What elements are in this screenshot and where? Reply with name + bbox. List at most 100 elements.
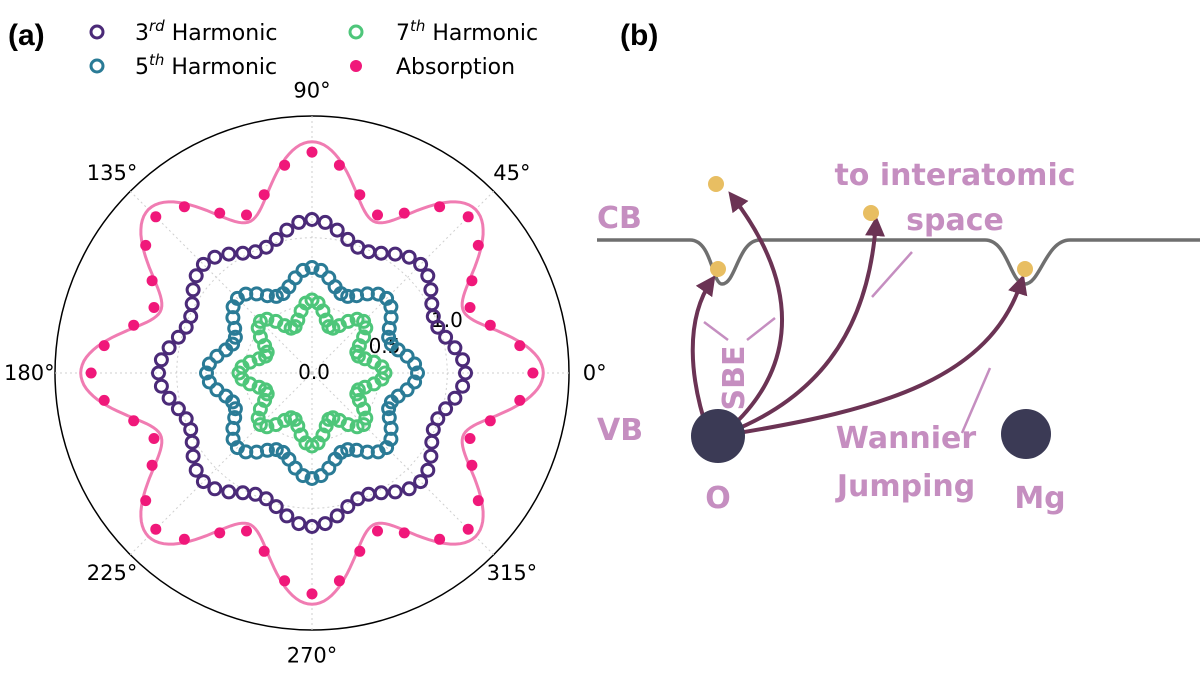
point-third (161, 390, 177, 406)
point-absorption (434, 533, 446, 545)
point-fifth (201, 356, 217, 372)
wannier-pointer (960, 367, 992, 434)
point-absorption (434, 201, 446, 213)
point-absorption (466, 459, 478, 471)
point-absorption (462, 523, 474, 535)
point-third (329, 508, 345, 524)
point-absorption (98, 340, 110, 352)
theta-tick-label: 315° (487, 561, 538, 585)
point-third (170, 401, 186, 417)
point-absorption (258, 545, 270, 557)
point-third (195, 474, 211, 490)
point-third (151, 365, 166, 381)
point-third (420, 268, 436, 284)
point-seventh (356, 329, 372, 345)
point-fifth (407, 356, 423, 372)
point-absorption (306, 588, 318, 600)
electron-space-2 (863, 205, 879, 221)
legend-entry-absorption: Absorption (350, 55, 515, 80)
point-third (188, 268, 204, 284)
point-third (447, 340, 463, 356)
point-fifth (381, 329, 397, 345)
point-fifth (381, 401, 397, 417)
theta-tick-label: 180° (4, 361, 55, 385)
point-absorption (464, 302, 476, 313)
point-absorption (128, 319, 140, 331)
point-absorption (527, 367, 539, 379)
point-fifth (295, 262, 311, 278)
diagram-labels: CB VB SBE to interatomic space Wannier J… (597, 158, 1076, 516)
point-absorption (472, 495, 484, 507)
point-absorption (484, 319, 496, 331)
point-fifth (313, 468, 329, 484)
point-third (387, 246, 403, 262)
point-third (195, 256, 211, 272)
point-third (268, 231, 284, 247)
point-third (153, 378, 169, 394)
point-third (455, 352, 471, 368)
theta-tick-label: 225° (87, 561, 138, 585)
point-absorption (372, 525, 383, 537)
arrow-to-space-left (726, 191, 785, 432)
point-absorption (333, 159, 345, 171)
legend-label-third: 3rd Harmonic (135, 17, 277, 46)
point-third (373, 245, 389, 261)
point-absorption (398, 207, 410, 219)
legend-entry-third: 3rd Harmonic (89, 17, 277, 46)
point-seventh (374, 371, 390, 387)
point-fifth (201, 374, 217, 390)
wannier-label-line2: Jumping (835, 469, 975, 504)
electron-cb-o (710, 261, 726, 277)
point-third (420, 462, 436, 478)
series-seventh (231, 292, 393, 454)
point-fifth (304, 260, 320, 275)
point-seventh (358, 320, 374, 336)
point-third (304, 519, 320, 534)
point-absorption (214, 527, 226, 539)
interatomic-pointer (871, 251, 913, 298)
point-fifth (383, 336, 399, 352)
point-third (350, 239, 366, 255)
point-absorption (85, 367, 97, 379)
legend-entry-fifth: 5th Harmonic (89, 51, 277, 80)
legend-entry-seventh: 7th Harmonic (348, 17, 538, 46)
point-third (340, 499, 356, 515)
point-absorption (128, 415, 140, 427)
point-absorption (462, 211, 474, 223)
point-fifth (259, 442, 275, 458)
point-absorption (140, 239, 152, 251)
point-fifth (227, 401, 243, 417)
point-absorption (146, 275, 158, 287)
point-third (221, 246, 237, 262)
point-absorption (279, 575, 291, 587)
vb-label: VB (597, 413, 643, 448)
point-seventh (268, 313, 284, 329)
point-fifth (268, 288, 284, 304)
point-fifth (268, 442, 284, 458)
sbe-pointer-right (746, 317, 776, 341)
point-third (291, 214, 307, 230)
point-fifth (321, 270, 337, 286)
legend-label-absorption: Absorption (396, 55, 515, 80)
polar-series (79, 140, 545, 606)
panel-a-label: (a) (8, 19, 45, 52)
point-seventh (259, 419, 275, 435)
point-third (161, 340, 177, 356)
legend: 3rd Harmonic 5th Harmonic 7th Harmonic A… (89, 17, 538, 80)
arrow-wannier (731, 274, 1028, 436)
panel-a: (a) 3rd Harmonic 5th Harmonic 7th Harmon… (4, 17, 607, 668)
point-third (361, 486, 377, 502)
point-absorption (241, 525, 252, 537)
point-absorption (150, 211, 162, 223)
cb-label: CB (597, 201, 642, 236)
point-absorption (214, 207, 226, 219)
point-absorption (279, 159, 291, 171)
point-third (291, 516, 307, 532)
point-absorption (178, 533, 190, 545)
point-third (207, 481, 223, 497)
point-absorption (514, 340, 526, 352)
atom-o-label: O (705, 481, 731, 516)
point-fifth (225, 394, 241, 410)
point-third (317, 214, 333, 230)
point-absorption (140, 495, 152, 507)
